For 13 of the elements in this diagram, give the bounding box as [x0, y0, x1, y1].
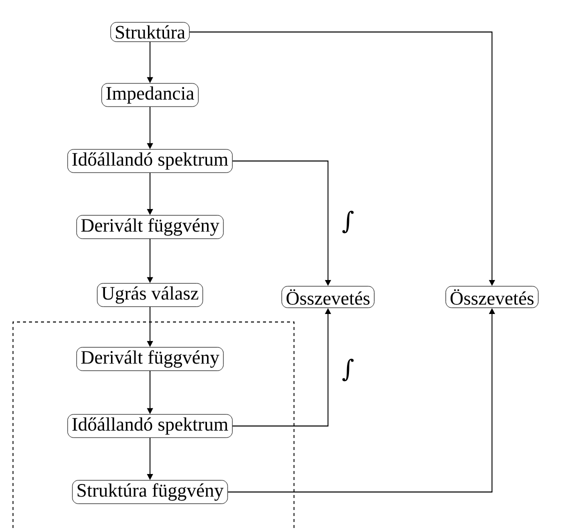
process-box: Struktúra — [110, 22, 190, 42]
process-box: Összevetés — [282, 286, 374, 308]
process-box: Összevetés — [446, 286, 538, 308]
dashed-frame — [12, 322, 294, 530]
process-box: Időállandó spektrum — [67, 414, 233, 438]
edge-label: ∫ — [342, 358, 354, 382]
process-box: Derivált függvény — [76, 215, 224, 239]
process-box: Struktúra függvény — [72, 480, 228, 504]
edge-label: ∫ — [342, 210, 354, 234]
process-box: Derivált függvény — [76, 347, 224, 371]
process-box: Ugrás válasz — [96, 283, 204, 307]
process-box: Időállandó spektrum — [67, 149, 233, 173]
process-box: Impedancia — [101, 83, 199, 107]
